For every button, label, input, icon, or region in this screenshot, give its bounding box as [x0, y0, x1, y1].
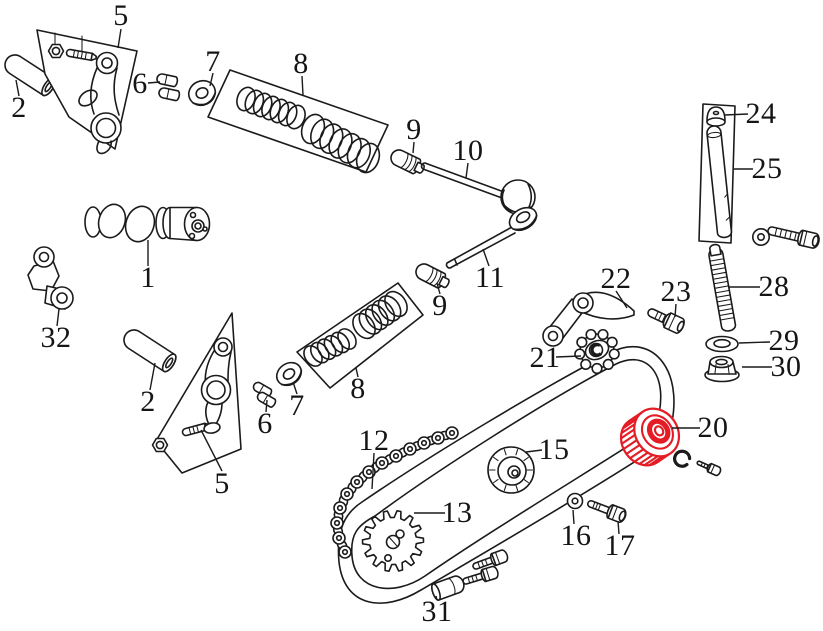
rocker-arm-box-a-illustration: [36, 29, 138, 155]
stud-threads: [709, 258, 735, 321]
leader-line-9b: [436, 282, 441, 295]
leader-line-31: [435, 595, 438, 601]
leader-line-10: [465, 162, 469, 179]
leader-line-5b: [200, 429, 223, 472]
nut-30-illustration: [704, 355, 740, 383]
leader-lines: [15, 28, 772, 601]
leader-line-21: [555, 355, 582, 358]
leader-line-2a: [15, 79, 20, 97]
leader-line-6b: [265, 399, 268, 413]
tensioner-stud-illustration: [708, 243, 737, 332]
leader-line-17: [617, 520, 620, 535]
sprocket-teeth: [574, 328, 620, 375]
valve-keepers-a-illustration: [156, 73, 181, 102]
leader-line-22: [615, 290, 628, 309]
flange-bolt-c-illustration: [767, 226, 820, 249]
tensioner-sprocket-illustration: [574, 328, 620, 375]
circlip-illustration: [673, 449, 692, 468]
flange-bolt-a-illustration: [472, 549, 509, 570]
leader-line-8b: [355, 367, 359, 378]
bolt-17-illustration: [587, 500, 627, 523]
roller-screw-illustration: [696, 460, 722, 477]
camshaft-illustration: [84, 203, 211, 243]
valve-springs-a: [236, 86, 381, 174]
valve-springs-box-a-illustration: [207, 69, 389, 174]
leader-line-6a: [147, 81, 161, 84]
leader-line-8a: [301, 75, 304, 96]
leader-line-16: [572, 509, 575, 525]
dowel-pin-illustration: [431, 575, 465, 601]
valve-keepers-b-illustration: [252, 381, 277, 408]
leader-line-29: [738, 341, 771, 344]
leader-line-32: [56, 308, 60, 327]
leader-line-7a: [209, 72, 214, 87]
tensioner-roller-highlighted-illustration: [619, 407, 681, 467]
roller-face-ticks: [488, 449, 534, 491]
small-washer-illustration: [751, 228, 770, 247]
exhaust-valve-illustration: [445, 206, 538, 269]
leader-line-2b: [149, 362, 156, 391]
chain-links: [330, 426, 459, 559]
tensioner-rod-box-illustration: [698, 103, 736, 244]
leader-line-9a: [412, 141, 415, 154]
bracket-illustration: [27, 246, 74, 310]
flange-bolt-b-illustration: [462, 565, 499, 585]
washer-16-illustration: [566, 492, 584, 510]
intake-valve-illustration: [420, 162, 536, 215]
cam-sprocket-illustration: [361, 510, 425, 572]
valve-springs-box-b-illustration: [296, 282, 424, 389]
roller-tread-hatching: [620, 414, 669, 467]
valve-seal-b-illustration: [415, 263, 450, 289]
rocker-shaft-b-illustration: [123, 329, 177, 373]
cam-chain-illustration: [330, 345, 675, 604]
guide-roller-illustration: [487, 446, 535, 494]
valve-springs-b: [303, 290, 408, 367]
leader-line-5a: [117, 28, 122, 49]
leader-line-12: [371, 452, 375, 490]
leader-line-11: [482, 248, 490, 267]
spring-retainer-b-illustration: [275, 361, 303, 387]
leader-line-7b: [292, 381, 298, 395]
washer-29-illustration: [705, 335, 739, 353]
valve-seal-a-illustration: [390, 149, 425, 175]
tensioner-bolt-illustration: [647, 308, 685, 334]
leader-line-23: [674, 303, 677, 318]
rocker-arm-box-b-illustration: [151, 312, 242, 474]
leader-line-24: [723, 113, 749, 116]
spring-retainer-a-illustration: [187, 79, 217, 107]
leader-line-15: [525, 449, 543, 453]
tensioner-arm-illustration: [542, 291, 635, 347]
